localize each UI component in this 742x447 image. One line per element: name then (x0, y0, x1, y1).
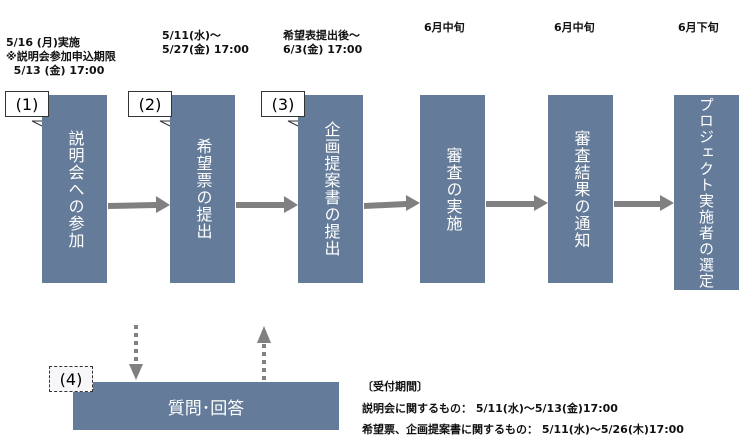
arrow-2-3 (236, 196, 298, 213)
step-label: 希望票の提出 (193, 138, 213, 240)
step-box-6: プロジェクト実施者の選定 (674, 95, 739, 290)
callout-3: (3) (261, 91, 305, 117)
schedule-5: 6月中旬 (554, 21, 595, 34)
callout-2: (2) (128, 91, 172, 117)
step-box-4: 審査の実施 (420, 95, 485, 283)
step-box-1: 説明会への参加 (42, 95, 107, 283)
qa-label: 質問･回答 (167, 398, 245, 419)
schedule-1: 5/16 (月)実施 ※説明会参加申込期限 5/13 (金) 17:00 (6, 36, 116, 77)
step-label: 審査の実施 (443, 146, 463, 232)
step-label: プロジェクト実施者の選定 (697, 96, 715, 289)
step-box-3: 企画提案書の提出 (298, 95, 363, 283)
qa-box: 質問･回答 (73, 382, 339, 430)
step-label: 審査結果の通知 (571, 129, 591, 249)
callout-4: (4) (49, 366, 93, 392)
step-label: 企画提案書の提出 (321, 121, 341, 257)
schedule-3: 希望表提出後～ 6/3(金) 17:00 (283, 29, 363, 56)
arrow-5-6 (614, 195, 674, 211)
schedule-2: 5/11(水)～ 5/27(金) 17:00 (162, 29, 249, 56)
step-box-2: 希望票の提出 (170, 95, 235, 283)
arrow-1-2 (108, 196, 170, 213)
step-box-5: 審査結果の通知 (548, 95, 613, 283)
callout-1: (1) (5, 91, 49, 117)
reception-line-1: 説明会に関するもの： 5/11(水)～5/13(金)17:00 (362, 402, 618, 415)
arrow-3-4 (364, 195, 420, 211)
reception-title: 〔受付期間〕 (362, 380, 428, 393)
schedule-6: 6月下旬 (678, 21, 719, 34)
schedule-4: 6月中旬 (424, 21, 465, 34)
arrow-4-5 (486, 195, 548, 211)
reception-line-2: 希望票、企画提案書に関するもの： 5/11(水)～5/26(木)17:00 (362, 423, 684, 436)
step-label: 説明会への参加 (65, 129, 85, 249)
